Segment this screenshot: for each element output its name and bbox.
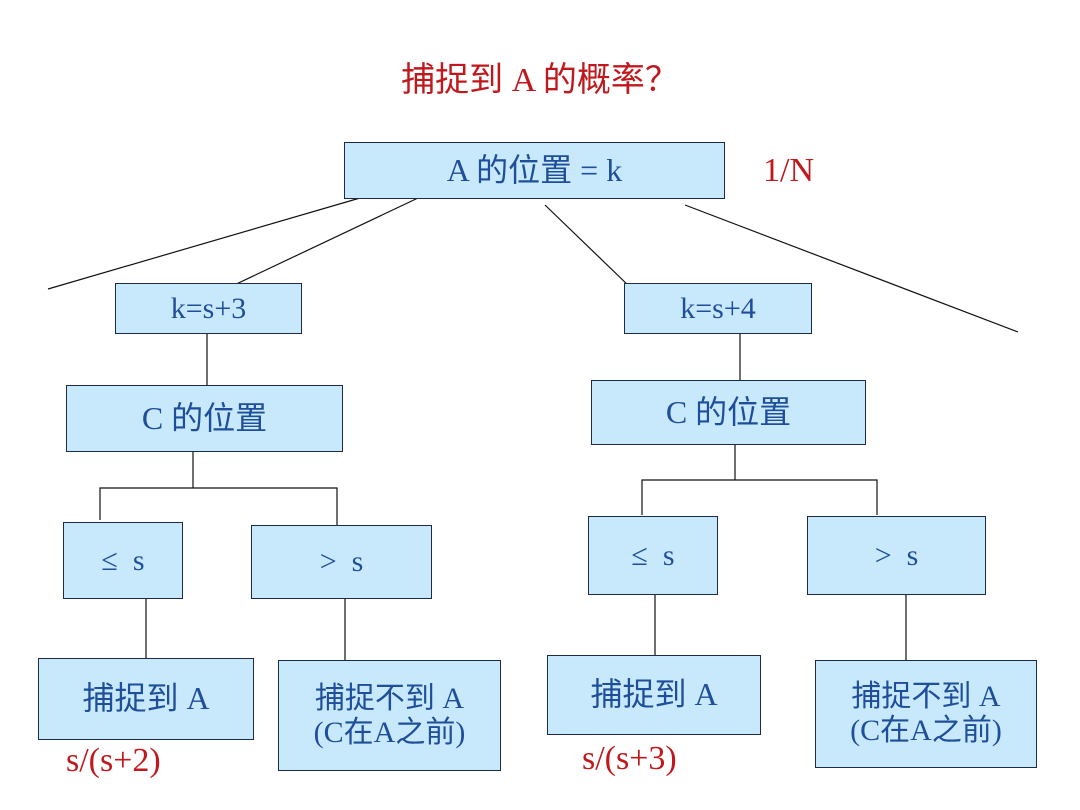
- edge-left-split: [99, 487, 338, 525]
- right-sub-label: C 的位置: [665, 393, 792, 430]
- root-node: A 的位置 = k: [344, 142, 725, 199]
- left-sub-label: C 的位置: [141, 399, 268, 436]
- right-option-le: ≤ s: [588, 516, 718, 595]
- right-result-caught-label: 捕捉到 A: [590, 676, 718, 713]
- left-condition-node: k=s+3: [115, 283, 302, 334]
- right-option-gt: > s: [807, 516, 986, 595]
- edge-right-split: [641, 479, 878, 515]
- root-label: A 的位置 = k: [446, 151, 623, 188]
- page-title: 捕捉到 A 的概率？: [401, 62, 679, 99]
- right-result-caught: 捕捉到 A: [547, 655, 761, 735]
- right-probability: s/(s+3): [582, 740, 677, 777]
- left-sub-node: C 的位置: [66, 385, 343, 452]
- left-option-gt-label: > s: [319, 545, 364, 579]
- right-result-missed-line2: (C在A之前): [850, 714, 1002, 747]
- root-probability: 1/N: [763, 152, 814, 189]
- left-probability: s/(s+2): [66, 742, 161, 779]
- edge-root-left-branch: [229, 197, 419, 288]
- left-result-missed-line2: (C在A之前): [313, 715, 466, 749]
- right-option-le-label: ≤ s: [631, 538, 675, 572]
- edge-root-right-branch: [544, 204, 631, 288]
- left-option-le: ≤ s: [63, 522, 183, 599]
- left-result-caught: 捕捉到 A: [38, 658, 254, 740]
- left-result-missed: 捕捉不到 A (C在A之前): [278, 660, 501, 771]
- right-condition-node: k=s+4: [624, 283, 812, 334]
- left-option-le-label: ≤ s: [101, 543, 145, 577]
- left-result-missed-line1: 捕捉不到 A: [314, 681, 465, 715]
- right-condition-label: k=s+4: [680, 291, 756, 325]
- right-result-missed-line1: 捕捉不到 A: [851, 680, 1001, 714]
- right-sub-node: C 的位置: [591, 380, 866, 445]
- left-result-caught-label: 捕捉到 A: [82, 680, 210, 717]
- edge-root-left-outer: [47, 197, 361, 290]
- right-result-missed: 捕捉不到 A (C在A之前): [815, 660, 1037, 768]
- left-condition-label: k=s+3: [170, 291, 247, 325]
- edge-root-right-outer: [684, 204, 1019, 333]
- right-option-gt-label: > s: [874, 538, 919, 572]
- left-option-gt: > s: [251, 525, 432, 599]
